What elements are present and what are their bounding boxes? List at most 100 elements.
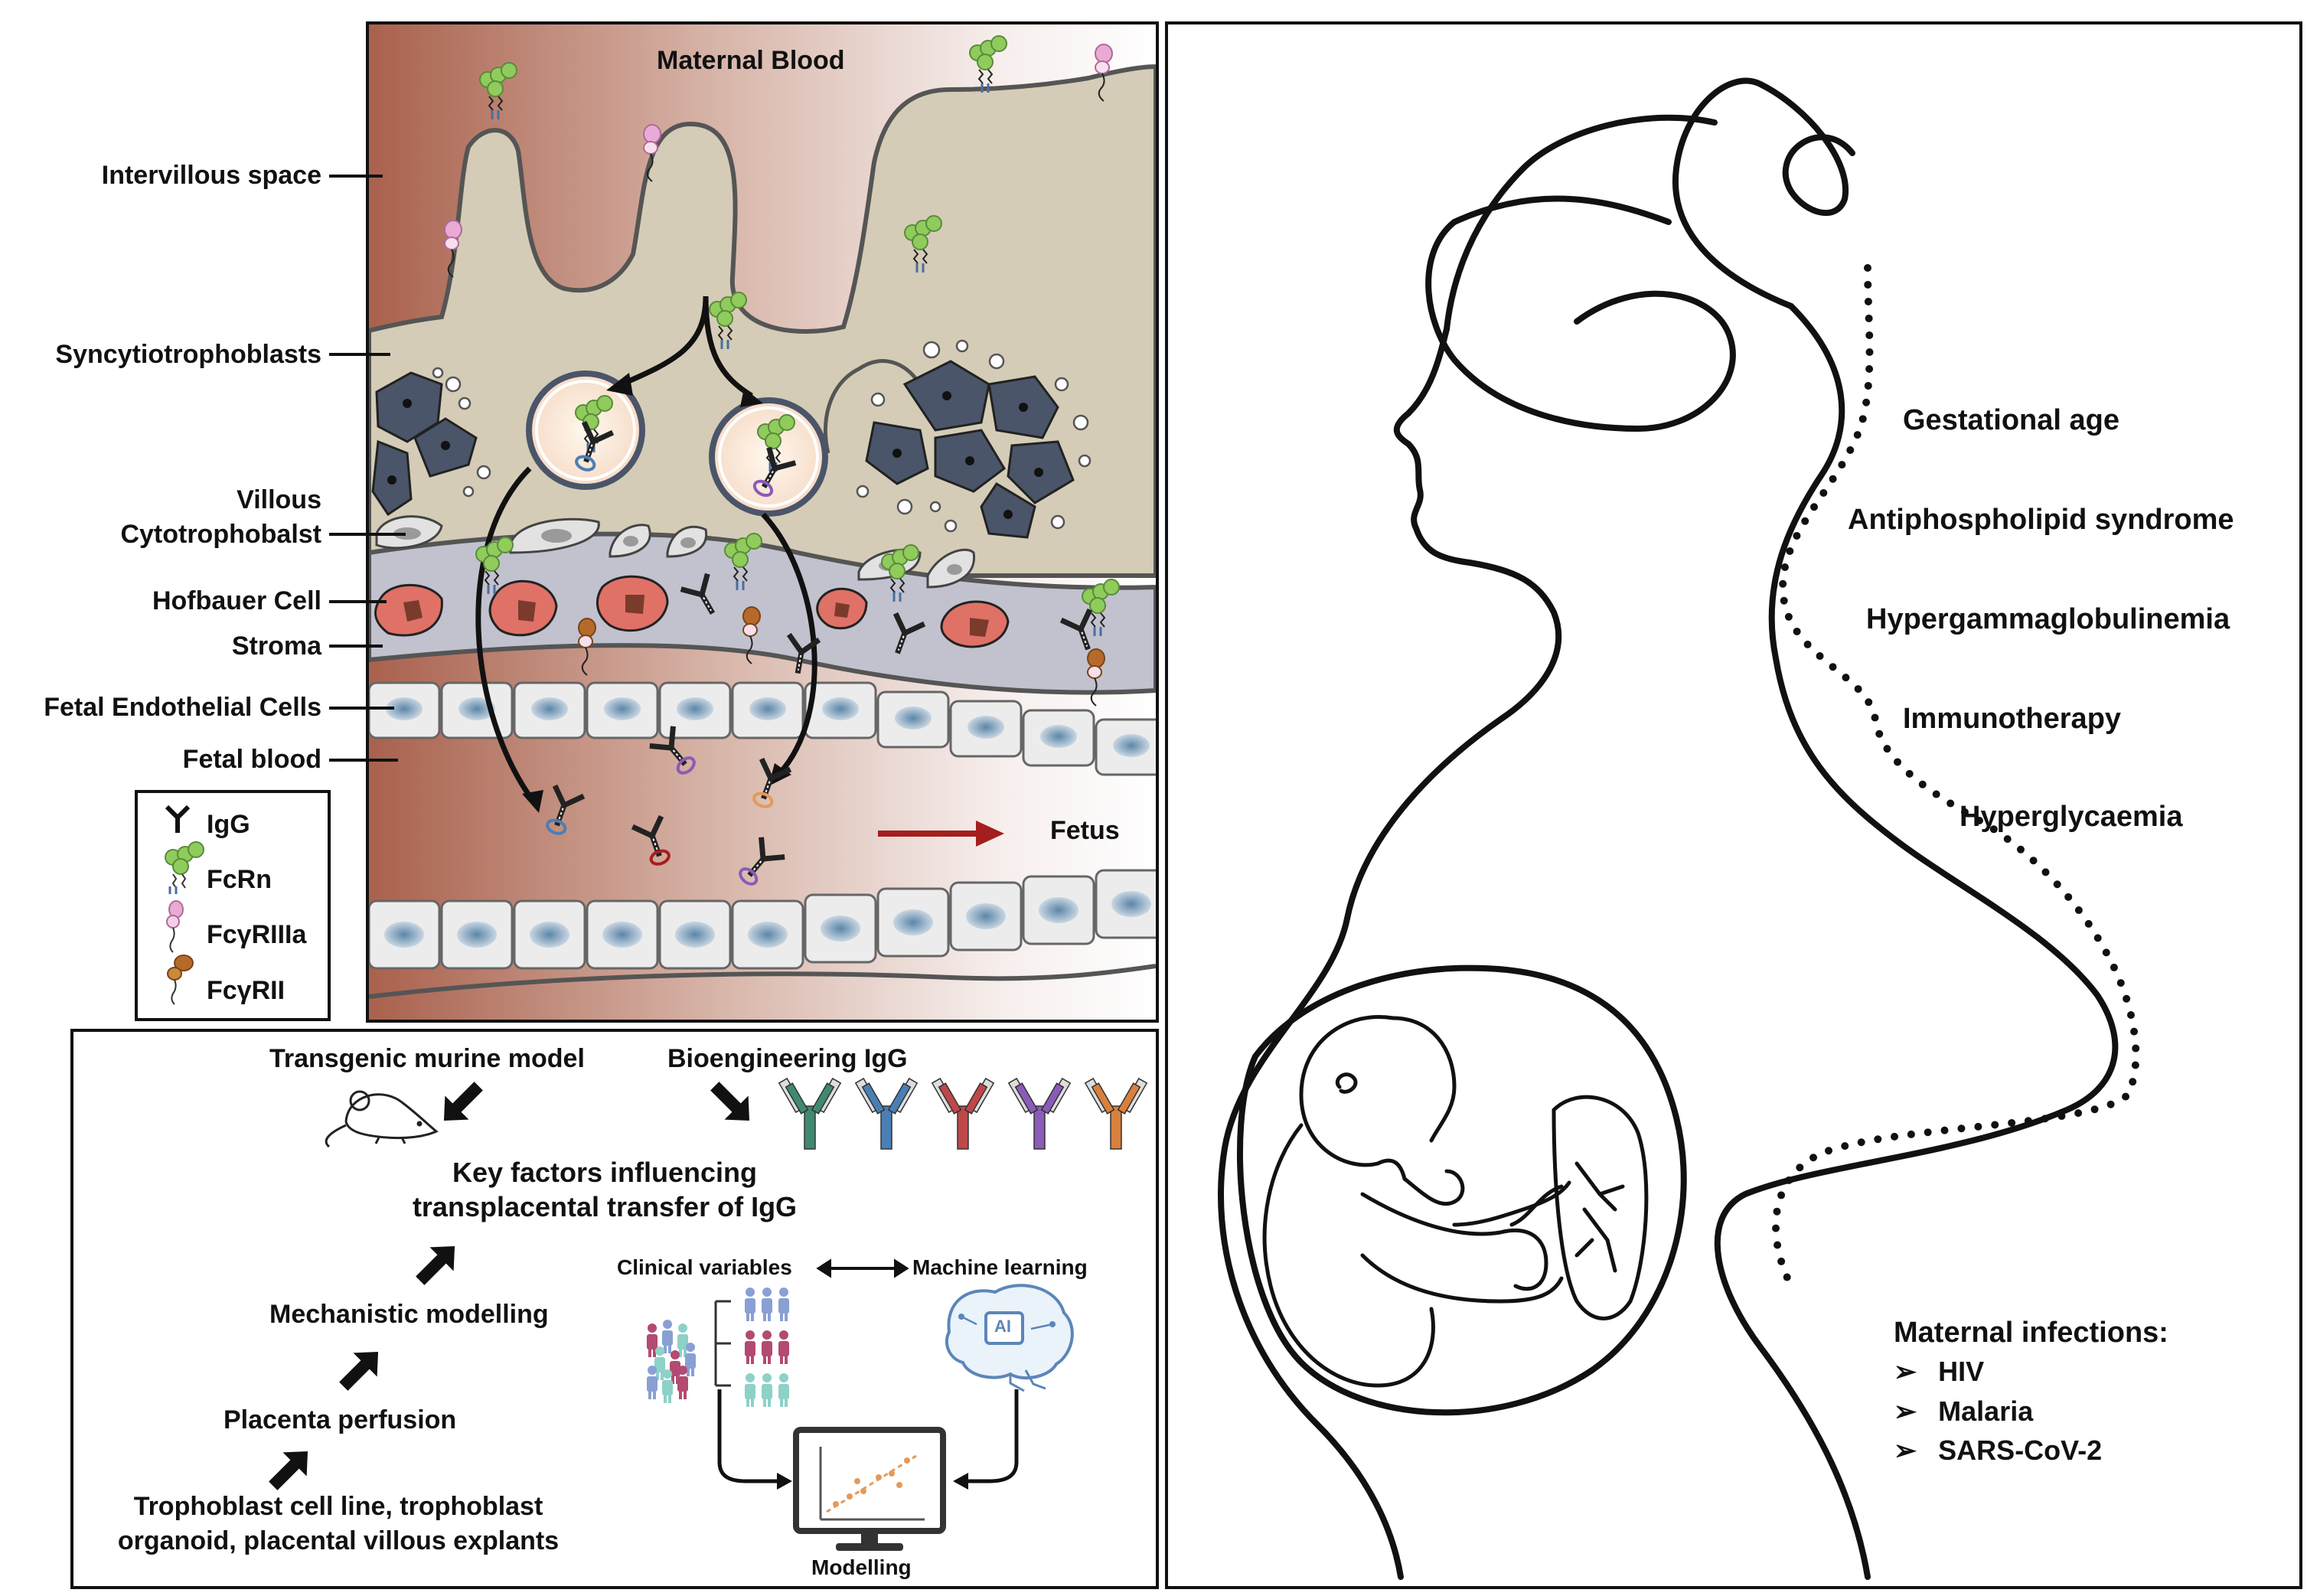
label-maternal-blood: Maternal Blood xyxy=(657,46,845,75)
label-fetal-endothelial-cells: Fetal Endothelial Cells xyxy=(44,693,321,722)
hofbauer-nuclei xyxy=(403,595,989,637)
small-vesicles xyxy=(432,339,1092,533)
infection-malaria-label: Malaria xyxy=(1938,1395,2034,1427)
trophoblast-line1: Trophoblast cell line, trophoblast xyxy=(133,1492,543,1521)
infection-sars-label: SARS-CoV-2 xyxy=(1938,1434,2103,1466)
igg-antibody xyxy=(1059,608,1093,651)
label-syncytiotrophoblasts: Syncytiotrophoblasts xyxy=(55,340,321,369)
factor-gestational-age: Gestational age xyxy=(1903,404,2119,436)
igg-antibody xyxy=(575,420,615,472)
endothelial-cell xyxy=(876,690,950,749)
trophoblast-line2: organoid, placental villous explants xyxy=(117,1526,560,1555)
endothelial-cell xyxy=(586,681,659,739)
label-villous: Villous xyxy=(237,485,321,514)
label-hofbauer-cell: Hofbauer Cell xyxy=(152,586,321,615)
igg-antibody xyxy=(752,757,792,808)
label-stroma: Stroma xyxy=(231,632,321,661)
fetal-vessel-wall xyxy=(369,964,1156,999)
endothelial-cell xyxy=(369,899,441,970)
placenta-illustration xyxy=(369,24,1156,1020)
igg-antibody xyxy=(546,784,586,835)
transcytosis-arrowheads xyxy=(522,373,791,813)
fc-gamma-receptor xyxy=(1095,44,1113,102)
igg-antibody xyxy=(631,814,671,866)
fcrn-receptor xyxy=(724,533,762,590)
key-factors-line1: Key factors influencing xyxy=(452,1157,758,1188)
cytotrophoblast-nuclei xyxy=(393,527,962,575)
fcrn-receptor xyxy=(969,35,1007,93)
legend-fcgr3a-label: FcγRIIIa xyxy=(207,920,307,949)
molecules-layer xyxy=(444,35,1120,886)
fc-gamma-receptor xyxy=(1087,648,1105,707)
mechanistic-modelling-label: Mechanistic modelling xyxy=(269,1300,549,1329)
fc-gamma-receptor xyxy=(444,220,462,278)
factor-hyperglycaemia: Hyperglycaemia xyxy=(1959,801,2183,833)
label-intervillous-space: Intervillous space xyxy=(101,161,321,190)
fcrn-receptor xyxy=(479,62,517,119)
fc-gamma-receptor xyxy=(742,606,761,664)
maternal-factors-panel xyxy=(1165,21,2302,1589)
endothelial-cell xyxy=(804,893,877,964)
fcrn-receptor xyxy=(881,544,919,602)
factor-immunotherapy: Immunotherapy xyxy=(1903,703,2122,735)
methods-panel xyxy=(70,1029,1159,1589)
lower-endothelial-row xyxy=(369,869,1156,970)
endothelial-cell xyxy=(440,681,514,739)
endothelial-cell xyxy=(949,881,1023,951)
bullet-arrow-icon: ➢ xyxy=(1894,1356,1917,1387)
legend-box xyxy=(135,790,331,1021)
trophoblast-nuclei xyxy=(387,391,1043,519)
legend-fcgr2-label: FcγRII xyxy=(207,976,286,1005)
endothelial-cell xyxy=(949,700,1023,758)
placenta-perfusion-label: Placenta perfusion xyxy=(224,1405,457,1434)
fetus-direction-arrow xyxy=(878,821,1004,847)
igg-antibody xyxy=(786,632,821,674)
ai-badge: AI xyxy=(994,1317,1011,1336)
igg-antibody xyxy=(680,573,716,615)
igg-antibody xyxy=(649,726,696,775)
endothelial-cell xyxy=(1095,718,1156,776)
hofbauer-cells xyxy=(374,575,1010,648)
factor-antiphospholipid: Antiphospholipid syndrome xyxy=(1848,504,2234,536)
fcrn-receptor xyxy=(1082,579,1120,636)
fcrn-receptor xyxy=(709,292,747,349)
modelling-label: Modelling xyxy=(811,1555,912,1579)
placenta-panel xyxy=(366,21,1159,1023)
legend-fcrn-label: FcRn xyxy=(207,865,272,894)
villus-inner-boundary xyxy=(823,359,922,454)
bioengineering-label: Bioengineering IgG xyxy=(667,1044,908,1073)
endothelial-cell xyxy=(1095,869,1156,939)
fc-gamma-receptor xyxy=(643,124,661,182)
clinical-variables-label: Clinical variables xyxy=(617,1255,792,1279)
fcrn-receptor xyxy=(904,215,942,273)
label-fetus: Fetus xyxy=(1050,816,1120,845)
transcytosis-arrows xyxy=(475,295,817,804)
label-fetal-blood: Fetal blood xyxy=(182,745,321,774)
infection-item-malaria: ➢Malaria xyxy=(1894,1398,2033,1425)
endothelial-cell xyxy=(513,681,586,739)
machine-learning-label: Machine learning xyxy=(912,1255,1088,1279)
bullet-arrow-icon: ➢ xyxy=(1894,1434,1917,1466)
endothelial-cell xyxy=(876,887,950,958)
endothelial-cell xyxy=(1022,709,1095,767)
fcrn-receptor xyxy=(475,537,514,594)
endothelial-cell xyxy=(1022,875,1095,945)
endothelial-cell xyxy=(731,899,804,970)
infection-item-hiv: ➢ HIV xyxy=(1894,1358,1984,1385)
igg-antibody xyxy=(739,837,785,886)
endothelial-cell xyxy=(658,681,732,739)
fcrn-receptor xyxy=(575,395,613,452)
igg-antibody xyxy=(752,446,797,498)
endothelial-cell xyxy=(586,899,659,970)
label-cytotrophoblast: Cytotrophobalst xyxy=(120,520,321,549)
endothelial-cell xyxy=(440,899,514,970)
key-factors-line2: transplacental transfer of IgG xyxy=(412,1191,798,1222)
infection-hiv-label: HIV xyxy=(1938,1356,1985,1387)
igg-antibody xyxy=(892,612,926,654)
legend-igg-label: IgG xyxy=(207,810,250,839)
transgenic-model-label: Transgenic murine model xyxy=(269,1044,585,1073)
endothelial-cell xyxy=(513,899,586,970)
infection-item-sars: ➢ SARS-CoV-2 xyxy=(1894,1437,2102,1464)
endothelial-cell xyxy=(369,681,441,739)
fc-gamma-receptor xyxy=(578,618,596,676)
